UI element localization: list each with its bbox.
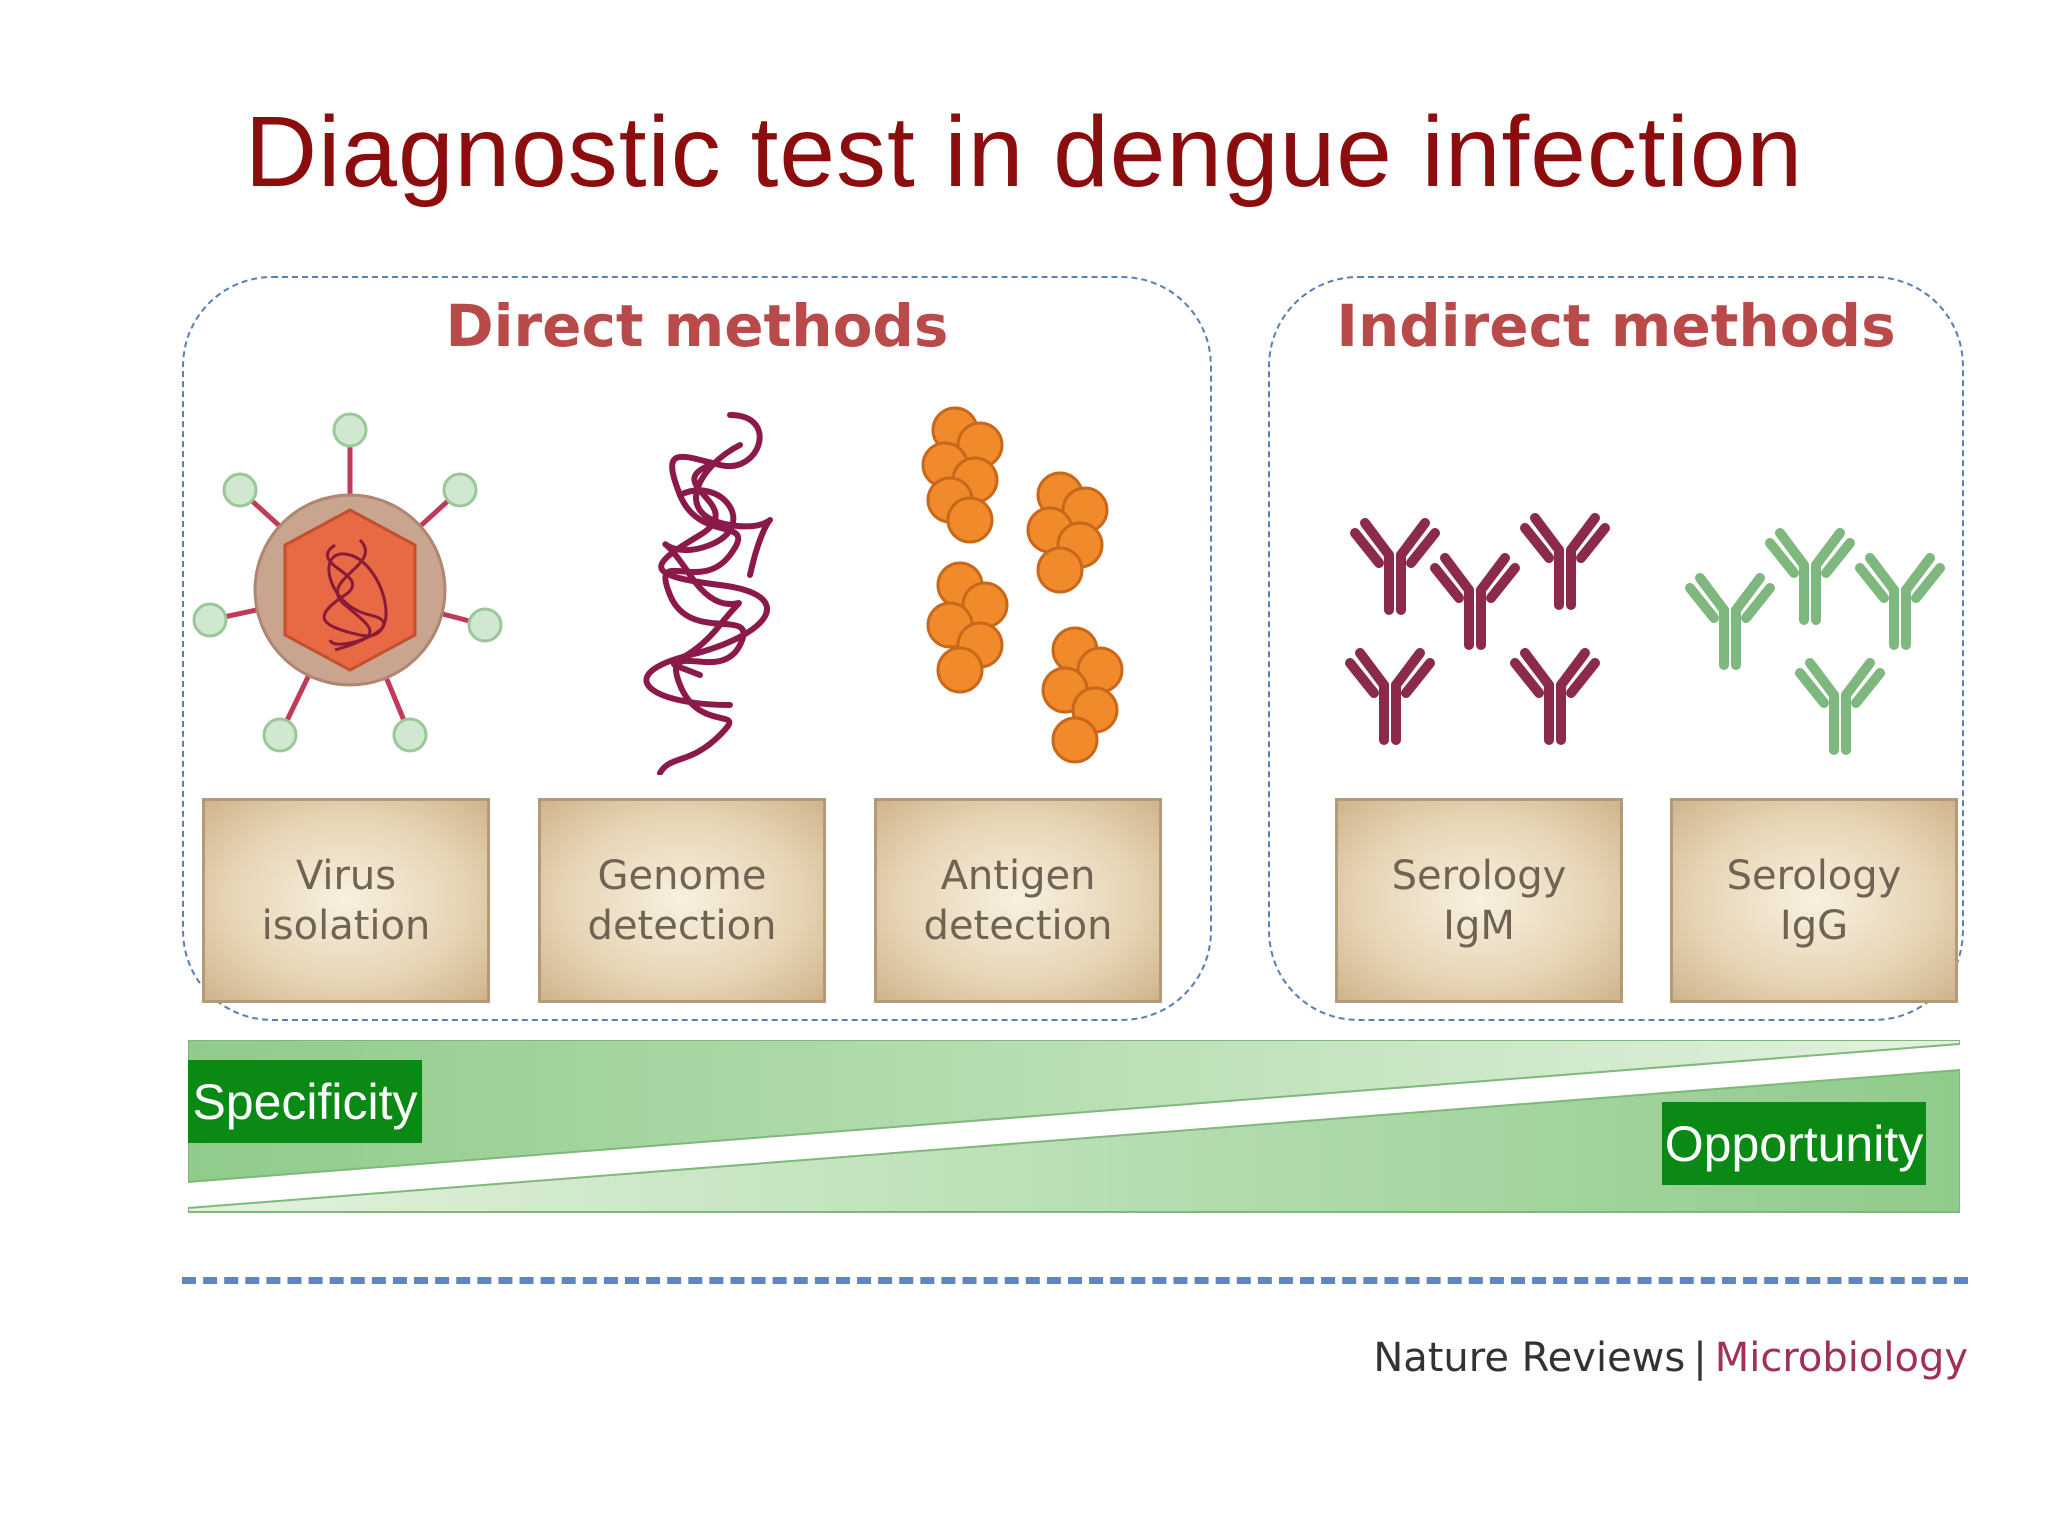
method-box-line1: Serology [1726,852,1902,899]
method-box-line2: detection [923,902,1113,949]
method-box-line2: IgM [1443,902,1515,949]
method-box-line2: IgG [1779,902,1849,949]
direct-methods-label: Direct methods [445,292,949,360]
indirect-methods-label: Indirect methods [1336,292,1896,360]
source-credit: Nature Reviews|Microbiology [1373,1335,1968,1381]
specificity-label: Specificity [188,1060,422,1143]
direct-methods-frame [182,276,1212,1021]
credit-separator: | [1693,1335,1707,1381]
method-box-line1: Genome [597,852,767,899]
credit-journal: Microbiology [1714,1335,1968,1381]
method-box-line2: detection [587,902,777,949]
method-box-serology-igm: Serology IgM [1335,798,1623,1003]
opportunity-label: Opportunity [1662,1102,1926,1185]
specificity-wedge [188,1040,1960,1184]
dashed-divider [182,1277,1968,1284]
method-box-serology-igg: Serology IgG [1670,798,1958,1003]
method-box-line1: Serology [1391,852,1567,899]
genome-strand-illustration [643,412,773,775]
slide-title: Diagnostic test in dengue infection [244,96,1804,208]
method-box-genome-detection: Genome detection [538,798,826,1003]
opportunity-wedge [188,1068,1960,1213]
method-box-virus-isolation: Virus isolation [202,798,490,1003]
method-box-antigen-detection: Antigen detection [874,798,1162,1003]
method-box-line1: Virus [295,852,397,899]
antigen-clusters-illustration [921,406,1124,764]
igm-antibodies-illustration [1340,500,1620,770]
virus-particle-illustration [192,412,503,753]
indirect-methods-frame [1268,276,1964,1021]
method-box-line2: isolation [261,902,431,949]
method-box-line1: Antigen [940,852,1096,899]
credit-publisher: Nature Reviews [1373,1335,1686,1381]
specificity-opportunity-wedges [188,1040,1960,1213]
igg-antibodies-illustration [1680,520,1960,780]
